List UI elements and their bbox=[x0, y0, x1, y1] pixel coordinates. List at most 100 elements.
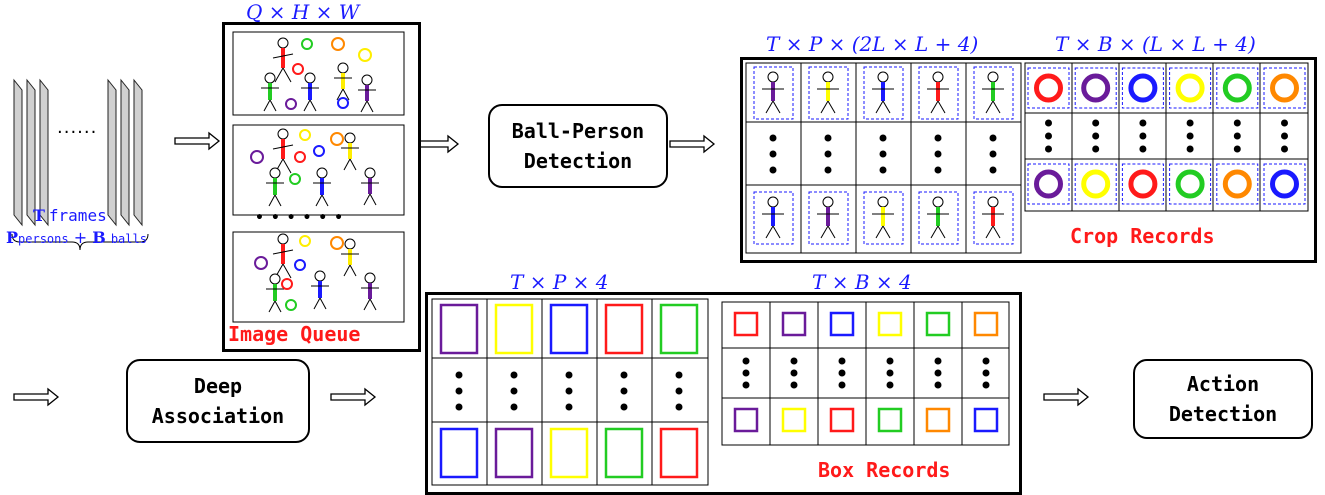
ellipsis-dot bbox=[455, 371, 463, 379]
ellipsis-dot bbox=[1092, 145, 1100, 153]
stick-figure-icon bbox=[266, 167, 284, 207]
ellipsis-dot bbox=[565, 371, 573, 379]
ball-icon bbox=[294, 259, 306, 271]
ball-crop-table bbox=[1024, 62, 1309, 212]
ball-crop-icon bbox=[1121, 67, 1164, 109]
queue-frame-1 bbox=[232, 31, 405, 116]
ellipsis-dot bbox=[879, 134, 887, 142]
crop-ball-dim-label: T × B × (L × L + 4) bbox=[1055, 32, 1256, 56]
ellipsis-dot bbox=[1092, 119, 1100, 127]
stick-figure-icon bbox=[358, 74, 376, 113]
ellipsis-dot bbox=[510, 387, 518, 395]
ellipsis-dot bbox=[886, 357, 894, 365]
ball-crop-icon bbox=[1027, 67, 1070, 109]
image-queue-frames-svg bbox=[232, 31, 405, 323]
ellipsis-dot bbox=[455, 387, 463, 395]
person-box-icon bbox=[604, 303, 644, 355]
ball-icon bbox=[337, 97, 349, 109]
ellipsis-dot bbox=[824, 134, 832, 142]
person-box-icon bbox=[549, 427, 589, 479]
ball-icon bbox=[358, 48, 372, 62]
ellipsis-dot bbox=[934, 166, 942, 174]
ellipsis-dot bbox=[1139, 119, 1147, 127]
person-box-icon bbox=[604, 427, 644, 479]
stick-figure-icon bbox=[272, 37, 294, 83]
ball-icon bbox=[292, 63, 304, 75]
person-crop-icon bbox=[808, 191, 849, 245]
person-box-icon bbox=[439, 427, 479, 479]
ellipsis-dot bbox=[1281, 145, 1288, 153]
ellipsis-dot bbox=[675, 387, 683, 395]
image-queue-title: Image Queue bbox=[228, 322, 361, 346]
ball-box-icon bbox=[925, 311, 951, 337]
ellipsis-dot bbox=[838, 381, 846, 389]
image-queue-dots: • • • • • • bbox=[255, 210, 345, 226]
ellipsis-dot bbox=[982, 357, 990, 365]
stick-figure-icon bbox=[266, 273, 284, 313]
person-crop-icon bbox=[863, 66, 904, 120]
ball-crop-icon bbox=[1121, 163, 1164, 205]
ellipsis-dot bbox=[886, 381, 894, 389]
ellipsis-dot bbox=[989, 150, 997, 158]
action-line-2: Detection bbox=[1168, 402, 1278, 426]
ball-box-icon bbox=[781, 311, 807, 337]
ball-box-icon bbox=[877, 311, 903, 337]
image-queue-dim-label: Q × H × W bbox=[246, 0, 360, 24]
ball-icon bbox=[330, 236, 344, 250]
ball-box-icon bbox=[781, 407, 807, 433]
ball-box-icon bbox=[877, 407, 903, 433]
stick-figure-icon bbox=[313, 167, 331, 207]
crop-records-title: Crop Records bbox=[1070, 224, 1215, 248]
ball-crop-icon bbox=[1074, 67, 1117, 109]
ellipsis-dot bbox=[620, 387, 628, 395]
ellipsis-dot bbox=[565, 387, 573, 395]
person-box-icon bbox=[494, 303, 534, 355]
person-crop-icon bbox=[753, 66, 794, 120]
stick-figure-icon bbox=[311, 270, 329, 310]
ellipsis-dot bbox=[1139, 132, 1147, 140]
ellipsis-dot bbox=[1045, 119, 1052, 127]
ball-icon bbox=[330, 132, 344, 146]
ellipsis-dot bbox=[769, 166, 777, 174]
input-frames-stack bbox=[11, 78, 149, 251]
ball-box-table bbox=[721, 301, 1010, 446]
person-crop-icon bbox=[863, 191, 904, 245]
person-crop-icon bbox=[808, 66, 849, 120]
frames-brace bbox=[11, 233, 149, 251]
ellipsis-dot bbox=[1045, 145, 1052, 153]
detection-line-2: Detection bbox=[523, 149, 633, 173]
ball-crop-icon bbox=[1216, 163, 1259, 205]
ellipsis-dot bbox=[790, 369, 798, 377]
person-box-icon bbox=[659, 303, 699, 355]
ellipsis-dot bbox=[565, 403, 573, 411]
crop-person-dim-label: T × P × (2L × L + 4) bbox=[766, 32, 979, 56]
ellipsis-dot bbox=[1186, 119, 1194, 127]
stick-figure-icon bbox=[261, 72, 279, 112]
ellipsis-dot bbox=[1233, 119, 1241, 127]
ellipsis-dot bbox=[790, 357, 798, 365]
stick-figure-icon bbox=[334, 62, 352, 101]
arrow-detection-to-crop-icon bbox=[669, 135, 715, 153]
ball-icon bbox=[289, 173, 301, 185]
ball-icon bbox=[254, 256, 268, 270]
ball-box-icon bbox=[733, 311, 759, 337]
action-line-1: Action bbox=[1186, 372, 1260, 396]
stick-figure-icon bbox=[301, 72, 319, 112]
ball-crop-icon bbox=[1263, 163, 1306, 205]
detection-line-1: Ball-Person bbox=[511, 119, 645, 143]
ellipsis-dot bbox=[455, 403, 463, 411]
ellipsis-dot bbox=[675, 403, 683, 411]
ball-icon bbox=[299, 129, 311, 141]
ellipsis-dot bbox=[510, 403, 518, 411]
association-line-1: Deep bbox=[193, 374, 243, 398]
person-box-icon bbox=[439, 303, 479, 355]
ball-box-icon bbox=[925, 407, 951, 433]
ellipsis-dot bbox=[879, 166, 887, 174]
ellipsis-dot bbox=[1233, 145, 1241, 153]
ball-box-icon bbox=[829, 407, 855, 433]
stick-figure-icon bbox=[361, 167, 379, 206]
persons-balls-label: Ppersons + B balls bbox=[6, 228, 147, 247]
